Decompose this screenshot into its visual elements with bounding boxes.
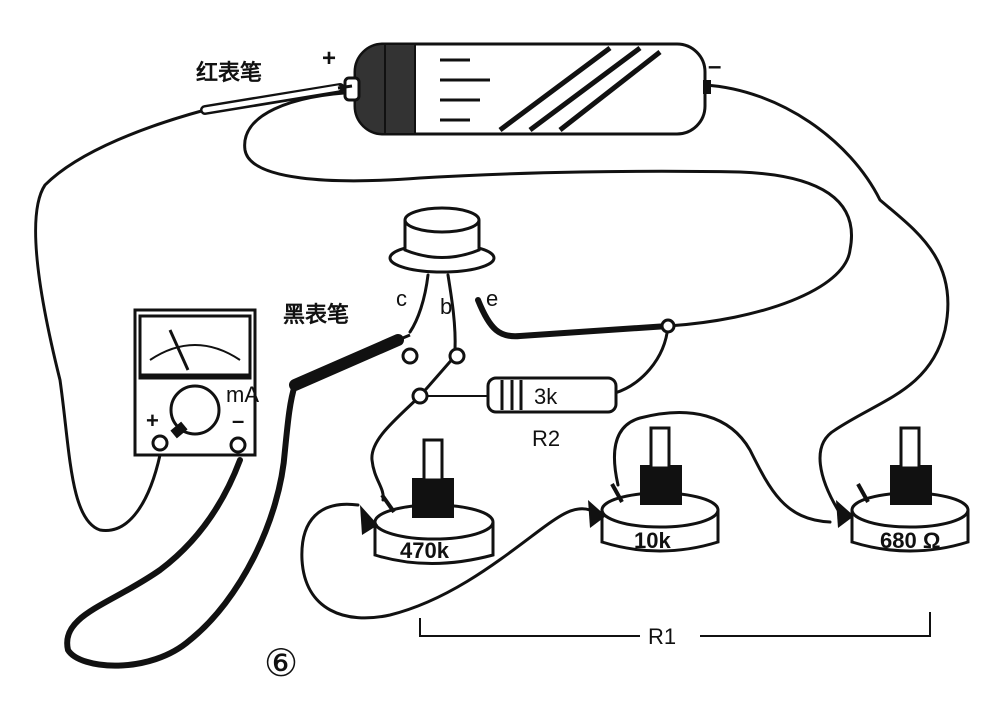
pot1-shaft bbox=[422, 438, 444, 482]
pot1-to-pot2-wire bbox=[300, 502, 592, 620]
transistor-top bbox=[403, 206, 481, 234]
pot3-bushing bbox=[890, 465, 932, 505]
pot3-value-label: 680 Ω bbox=[880, 528, 940, 553]
wires bbox=[34, 83, 950, 669]
pot2-bushing bbox=[640, 465, 682, 505]
black-probe-handle bbox=[289, 334, 404, 391]
r1-label: R1 bbox=[648, 624, 676, 649]
pot1-value-label: 470k bbox=[400, 538, 450, 563]
transistor bbox=[388, 206, 676, 405]
red-probe-tip bbox=[337, 84, 353, 90]
junction-node bbox=[660, 318, 676, 334]
resistor-name-label: R2 bbox=[532, 426, 560, 451]
collector-terminal bbox=[401, 347, 419, 365]
meter-window bbox=[138, 314, 252, 380]
meter-scale bbox=[149, 344, 241, 361]
battery bbox=[343, 42, 711, 136]
meter-minus-label: – bbox=[232, 408, 244, 433]
pot3-lug-left bbox=[836, 500, 854, 528]
battery-positive-cap bbox=[343, 76, 361, 102]
pot1-lug-mid bbox=[380, 493, 396, 514]
battery-shade-band bbox=[384, 43, 416, 135]
meter-unit-label: mA bbox=[226, 382, 259, 407]
pin-c-label: c bbox=[396, 286, 407, 311]
meter-knob-slot bbox=[170, 421, 188, 439]
pot3-shaft bbox=[899, 426, 921, 470]
meter-plus-terminal bbox=[151, 434, 169, 452]
collector-lead bbox=[408, 273, 430, 334]
battery-loop-wire bbox=[243, 90, 853, 328]
pot2-lug-left bbox=[588, 500, 606, 528]
potentiometer-470k bbox=[360, 438, 495, 565]
pin-e-label: e bbox=[486, 286, 498, 311]
black-probe-tip bbox=[397, 333, 411, 342]
r1-bracket bbox=[419, 612, 931, 637]
battery-plus-label: + bbox=[322, 45, 336, 72]
emitter-wire bbox=[475, 297, 671, 340]
resistor-r2 bbox=[486, 376, 618, 414]
pot2-value-label: 10k bbox=[634, 528, 671, 553]
pot2-shaft bbox=[649, 426, 671, 470]
potentiometer-680 bbox=[836, 426, 970, 553]
meter-plus-label: + bbox=[146, 408, 159, 433]
meter-minus-terminal bbox=[229, 436, 247, 454]
pot1-bushing bbox=[412, 478, 454, 518]
resistor-value-label: 3k bbox=[534, 384, 558, 409]
battery-stripes bbox=[498, 45, 662, 133]
milliammeter bbox=[133, 308, 257, 457]
junction-to-r2-wire bbox=[613, 324, 670, 395]
switch-to-pot1-wire bbox=[370, 394, 422, 502]
potentiometer-10k bbox=[588, 426, 720, 553]
red-probe bbox=[200, 83, 353, 115]
battery-negative-cap bbox=[703, 80, 711, 94]
meter-needle bbox=[168, 329, 190, 371]
battery-minus-wire bbox=[703, 83, 950, 512]
pot3-lug-mid bbox=[856, 483, 870, 503]
red-probe-wire bbox=[34, 108, 207, 532]
pin-b-label: b bbox=[440, 294, 452, 319]
battery-minus-label: – bbox=[708, 53, 721, 80]
black-probe-wire bbox=[64, 382, 298, 669]
switch-lever bbox=[418, 354, 457, 398]
switch-terminal bbox=[411, 387, 429, 405]
meter-zero-adjust-knob bbox=[169, 384, 221, 436]
figure-number: ⑥ bbox=[264, 643, 298, 685]
black-probe bbox=[289, 333, 411, 391]
black-probe-label: 黑表笔 bbox=[283, 302, 349, 328]
red-probe-label: 红表笔 bbox=[196, 60, 262, 86]
pot1-lug-left bbox=[360, 505, 378, 535]
base-terminal bbox=[448, 347, 466, 365]
battery-texture bbox=[440, 58, 490, 122]
base-lead bbox=[446, 273, 457, 352]
pot2-lug-mid bbox=[610, 483, 624, 503]
pot2-to-pot3-wire bbox=[612, 411, 832, 524]
